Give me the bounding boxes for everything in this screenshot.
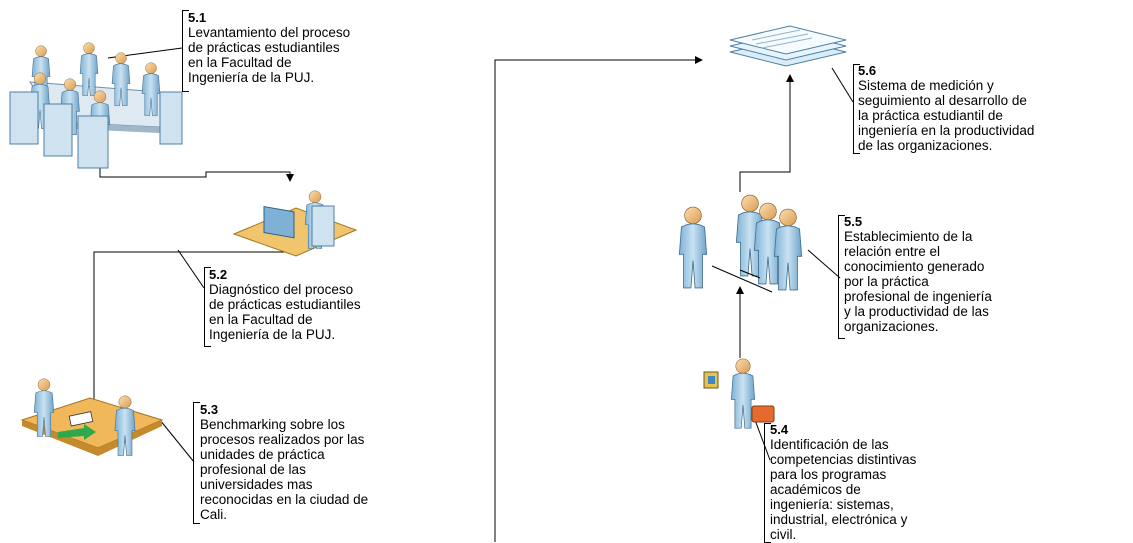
step-number: 5.1 bbox=[188, 10, 207, 25]
callout-bracket-5.2 bbox=[204, 267, 211, 347]
callout-bracket-5.3 bbox=[193, 402, 200, 524]
connector-5.2-to-5.3 bbox=[90, 251, 300, 411]
leader-5.2 bbox=[177, 249, 205, 289]
computer-workstation-icon bbox=[232, 190, 358, 257]
person-with-briefcase-icon bbox=[703, 358, 775, 429]
callout-bracket-5.1 bbox=[182, 10, 189, 92]
desk-exchange-icon bbox=[20, 378, 164, 456]
callout-5.5: 5.5 Establecimiento de la relación entre… bbox=[844, 214, 992, 335]
leader-5.5 bbox=[807, 249, 841, 279]
connector-5.3-to-5.6 bbox=[494, 56, 703, 542]
step-description: Establecimiento de la relación entre el … bbox=[844, 229, 992, 334]
meeting-table-icon bbox=[9, 42, 183, 169]
step-number: 5.5 bbox=[844, 214, 863, 229]
leader-5.3 bbox=[159, 419, 195, 463]
group-of-people-icon bbox=[678, 194, 803, 293]
document-stack-icon bbox=[729, 25, 847, 67]
step-description: Levantamiento del proceso de prácticas e… bbox=[188, 25, 351, 85]
step-description: Diagnóstico del proceso de prácticas est… bbox=[209, 282, 361, 342]
step-description: Identificación de las competencias disti… bbox=[770, 437, 917, 542]
callout-5.1: 5.1 Levantamiento del proceso de práctic… bbox=[188, 10, 351, 86]
callout-bracket-5.5 bbox=[838, 215, 845, 339]
step-number: 5.2 bbox=[209, 267, 228, 282]
step-number: 5.6 bbox=[858, 63, 877, 78]
leader-5.6 bbox=[831, 67, 854, 103]
callout-bracket-5.6 bbox=[853, 64, 860, 154]
step-description: Benchmarking sobre los procesos realizad… bbox=[200, 417, 369, 522]
step-description: Sistema de medición y seguimiento al des… bbox=[858, 78, 1035, 153]
connector-5.5-to-5.6 bbox=[739, 74, 794, 192]
step-number: 5.4 bbox=[770, 422, 789, 437]
callout-5.4: 5.4 Identificación de las competencias d… bbox=[770, 422, 917, 543]
callout-5.2: 5.2 Diagnóstico del proceso de prácticas… bbox=[209, 267, 361, 343]
callout-5.6: 5.6 Sistema de medición y seguimiento al… bbox=[858, 63, 1035, 154]
connector-5.1-to-5.2 bbox=[99, 160, 294, 182]
callout-5.3: 5.3 Benchmarking sobre los procesos real… bbox=[200, 402, 369, 523]
step-number: 5.3 bbox=[200, 402, 219, 417]
